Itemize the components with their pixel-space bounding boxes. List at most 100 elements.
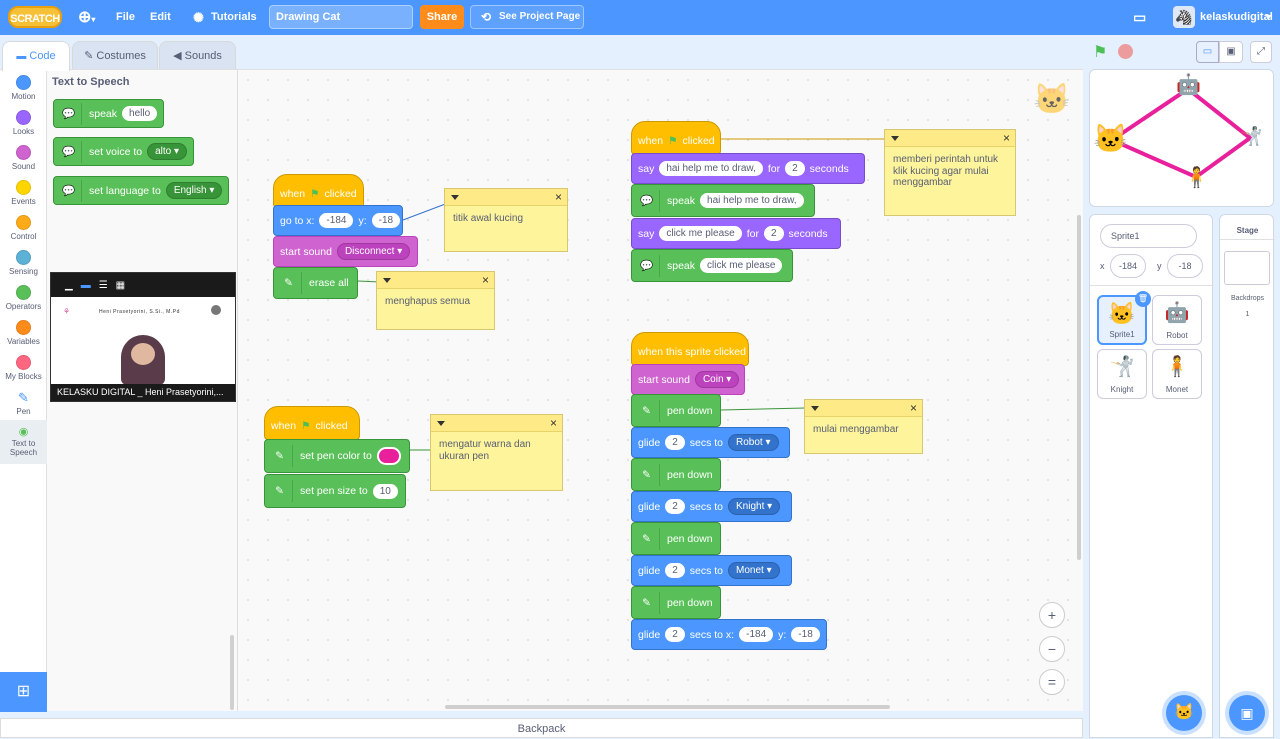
speak-block[interactable]: 💬 speak hello xyxy=(53,99,165,128)
category-events[interactable]: Events xyxy=(0,180,47,206)
backpack-bar[interactable]: Backpack xyxy=(0,718,1083,738)
pen-down-block[interactable]: ✎ pen down xyxy=(631,586,721,619)
fullscreen-icon[interactable]: ⤢ xyxy=(1250,41,1272,63)
voice-dropdown[interactable]: alto ▾ xyxy=(147,143,188,160)
grid-icon[interactable]: ▦ xyxy=(115,279,126,291)
glide-to-xy-block[interactable]: glide 2 secs to x: -184 y: -18 xyxy=(631,619,827,650)
avatar[interactable]: 🦓 xyxy=(1173,6,1195,28)
project-title-input[interactable]: Drawing Cat xyxy=(269,5,413,29)
zoom-reset-icon[interactable]: = xyxy=(1039,669,1065,695)
close-icon[interactable]: × xyxy=(549,416,557,430)
chevron-down-icon[interactable]: ▼ xyxy=(1264,12,1273,22)
comment-note[interactable]: × mulai menggambar xyxy=(804,399,923,454)
tab-costumes[interactable]: ✎ Costumes xyxy=(72,41,158,69)
when-flag-clicked-hat[interactable]: when⚑clicked xyxy=(273,174,364,208)
robot-sprite-icon[interactable]: 🤖 xyxy=(1176,74,1201,96)
go-to-xy-block[interactable]: go to x: -184 y: -18 xyxy=(273,205,403,236)
note-text[interactable]: memberi perintah untuk klik kucing agar … xyxy=(893,154,999,188)
color-swatch[interactable] xyxy=(376,447,401,465)
category-looks[interactable]: Looks xyxy=(0,110,47,136)
speak-value[interactable]: hello xyxy=(122,106,158,121)
note-text[interactable]: mengatur warna dan ukuran pen xyxy=(439,439,531,462)
erase-all-block[interactable]: ✎ erase all xyxy=(273,267,358,299)
zoom-out-icon[interactable]: − xyxy=(1039,636,1065,662)
say-for-secs-block[interactable]: say click me please for 2 seconds xyxy=(631,218,841,249)
category-sound[interactable]: Sound xyxy=(0,145,47,171)
target-dropdown[interactable]: Knight ▾ xyxy=(728,498,781,515)
comment-note[interactable]: × memberi perintah untuk klik kucing aga… xyxy=(884,129,1016,216)
speak-block[interactable]: 💬 speak hai help me to draw, xyxy=(631,184,815,217)
category-my-blocks[interactable]: My Blocks xyxy=(0,355,47,381)
target-dropdown[interactable]: Monet ▾ xyxy=(728,562,780,579)
say-text-input[interactable]: click me please xyxy=(659,226,742,241)
scratch-logo[interactable]: SCRATCH xyxy=(8,6,62,28)
knight-sprite-icon[interactable]: 🤺 xyxy=(1240,126,1263,146)
set-voice-block[interactable]: 💬 set voice to alto ▾ xyxy=(53,137,195,166)
folder-icon[interactable]: ▭ xyxy=(1133,9,1147,25)
secs-input[interactable]: 2 xyxy=(665,435,685,450)
add-extension-button[interactable]: ⊞ xyxy=(0,672,47,712)
glide-to-block[interactable]: glide 2 secs to Knight ▾ xyxy=(631,491,792,522)
share-button[interactable]: Share xyxy=(420,5,464,29)
when-flag-clicked-hat[interactable]: when⚑clicked xyxy=(631,121,721,155)
zoom-in-icon[interactable]: + xyxy=(1039,602,1065,628)
y-input[interactable]: -18 xyxy=(791,627,820,642)
delete-icon[interactable]: 🗑 xyxy=(1135,291,1151,307)
sprite-y-input[interactable]: -18 xyxy=(1167,254,1203,278)
x-input[interactable]: -184 xyxy=(319,213,354,228)
category-text-to-speech[interactable]: ◉Text to Speech xyxy=(0,420,47,464)
collapse-icon[interactable] xyxy=(811,406,819,411)
speak-block[interactable]: 💬 speak click me please xyxy=(631,249,793,282)
secs-input[interactable]: 2 xyxy=(763,226,784,241)
secs-input[interactable]: 2 xyxy=(785,161,805,176)
close-icon[interactable]: × xyxy=(909,401,917,415)
large-stage-icon[interactable]: ▣ xyxy=(1219,41,1243,63)
collapse-icon[interactable] xyxy=(451,195,459,200)
category-motion[interactable]: Motion xyxy=(0,75,47,101)
close-icon[interactable]: × xyxy=(481,273,489,287)
target-dropdown[interactable]: Robot ▾ xyxy=(728,434,779,451)
start-sound-block[interactable]: start sound Disconnect ▾ xyxy=(273,236,418,267)
edit-menu[interactable]: Edit xyxy=(150,11,171,23)
stage-canvas[interactable]: 🐱 🤖 🤺 🧍 xyxy=(1089,69,1274,207)
glide-to-block[interactable]: glide 2 secs to Monet ▾ xyxy=(631,555,792,586)
minimize-icon[interactable]: ▁ xyxy=(65,279,73,291)
tab-sounds[interactable]: ◀︎ Sounds xyxy=(159,41,236,69)
collapse-icon[interactable] xyxy=(383,278,391,283)
stage-thumbnail[interactable] xyxy=(1224,251,1270,285)
pen-down-block[interactable]: ✎ pen down xyxy=(631,522,721,555)
collapse-icon[interactable] xyxy=(437,421,445,426)
say-text-input[interactable]: hai help me to draw, xyxy=(659,161,763,176)
note-text[interactable]: menghapus semua xyxy=(385,296,471,307)
sprite-name-input[interactable]: Sprite1 xyxy=(1100,224,1197,248)
vertical-scrollbar[interactable] xyxy=(1077,215,1081,560)
set-pen-size-block[interactable]: ✎ set pen size to 10 xyxy=(264,474,406,508)
small-stage-icon[interactable]: ▭ xyxy=(1196,41,1219,63)
tab-code[interactable]: ▬ Code xyxy=(2,41,70,71)
sprite-tile-knight[interactable]: 🤺 Knight xyxy=(1097,349,1147,399)
layout-icon[interactable]: ▬ xyxy=(80,279,91,291)
size-input[interactable]: 10 xyxy=(372,483,398,499)
sprite-tile-monet[interactable]: 🧍 Monet xyxy=(1152,349,1202,399)
palette-scrollbar[interactable] xyxy=(230,635,234,710)
close-icon[interactable]: × xyxy=(554,190,562,204)
comment-note[interactable]: × menghapus semua xyxy=(376,271,495,330)
glide-to-block[interactable]: glide 2 secs to Robot ▾ xyxy=(631,427,790,458)
see-project-page-button[interactable]: ⟲ See Project Page xyxy=(470,5,584,29)
tutorials-menu[interactable]: Tutorials xyxy=(211,11,257,23)
secs-input[interactable]: 2 xyxy=(665,627,685,642)
set-language-block[interactable]: 💬 set language to English ▾ xyxy=(53,176,230,205)
comment-note[interactable]: × mengatur warna dan ukuran pen xyxy=(430,414,563,491)
secs-input[interactable]: 2 xyxy=(665,499,685,514)
language-dropdown[interactable]: English ▾ xyxy=(165,182,223,199)
cat-sprite-icon[interactable]: 🐱 xyxy=(1093,123,1128,154)
set-pen-color-block[interactable]: ✎ set pen color to xyxy=(264,439,410,473)
secs-input[interactable]: 2 xyxy=(665,563,685,578)
when-this-sprite-clicked-hat[interactable]: when this sprite clicked xyxy=(631,332,749,366)
collapse-icon[interactable] xyxy=(891,136,899,141)
y-input[interactable]: -18 xyxy=(371,213,401,228)
category-control[interactable]: Control xyxy=(0,215,47,241)
sprite-tile-sprite1[interactable]: 🐱 Sprite1 🗑 xyxy=(1097,291,1151,345)
green-flag-icon[interactable]: ⚑ xyxy=(1093,44,1108,61)
x-input[interactable]: -184 xyxy=(739,627,774,642)
